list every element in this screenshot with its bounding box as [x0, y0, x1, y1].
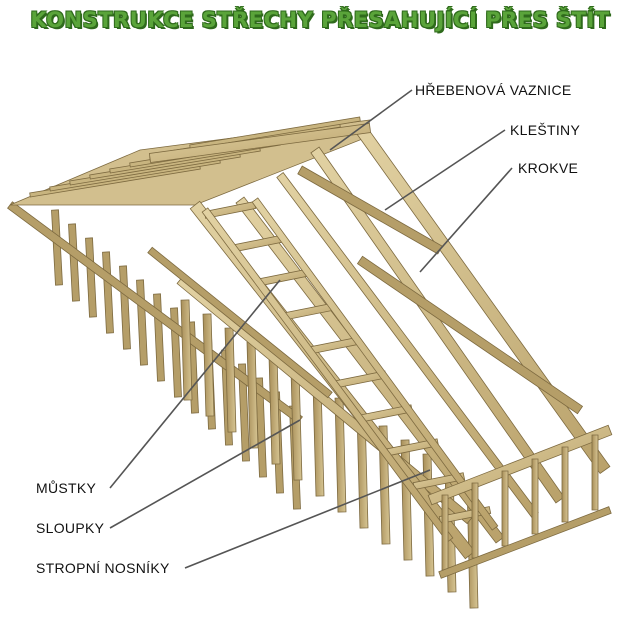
label-collar-ties: KLEŠTINY: [510, 122, 581, 138]
gable-post: [531, 458, 539, 535]
label-bridges: MŮSTKY: [36, 480, 97, 496]
post-back: [136, 279, 148, 366]
leader-ceiling-joists: [184, 469, 431, 569]
gable-post: [471, 482, 479, 559]
gable-post: [561, 446, 569, 523]
batten: [189, 116, 361, 150]
post-back: [153, 293, 165, 382]
gable-post: [591, 434, 599, 511]
leader-bridges: [109, 279, 281, 489]
label-ridge-purlin: HŘEBENOVÁ VAZNICE: [415, 82, 572, 98]
gable-post: [501, 470, 509, 547]
ladder-rail-left: [201, 207, 454, 543]
post-front: [202, 313, 215, 417]
leader-lines: [109, 89, 513, 569]
timber-frame: [7, 116, 613, 609]
leader-posts: [109, 419, 301, 529]
leader-rafters: [419, 167, 513, 273]
collar-tie-lower: [356, 255, 584, 415]
label-posts: SLOUPKY: [36, 520, 105, 536]
ceiling-joist-mid: [147, 246, 333, 399]
ridge-purlin: [148, 123, 372, 163]
ladder-rail-right: [251, 197, 499, 531]
base-sill: [438, 506, 612, 579]
label-rafters: KROKVE: [518, 160, 579, 176]
wall-plate-back: [7, 201, 303, 424]
leader-ridge-purlin: [329, 89, 413, 151]
post-back: [102, 251, 114, 334]
post-front: [180, 299, 193, 401]
post-front: [268, 355, 281, 465]
post-back: [119, 265, 131, 350]
post-back: [238, 363, 250, 462]
rafter-right: [354, 123, 611, 475]
post-back: [51, 209, 63, 286]
post-back: [85, 237, 97, 318]
post-back: [68, 223, 80, 302]
diagram-title: KONSTRUKCE STŘECHY PŘESAHUJÍCÍ PŘES ŠTÍT: [30, 8, 610, 32]
label-ceiling-joists: STROPNÍ NOSNÍKY: [36, 560, 170, 576]
gable-post: [441, 494, 449, 571]
leader-collar-ties: [384, 129, 506, 211]
